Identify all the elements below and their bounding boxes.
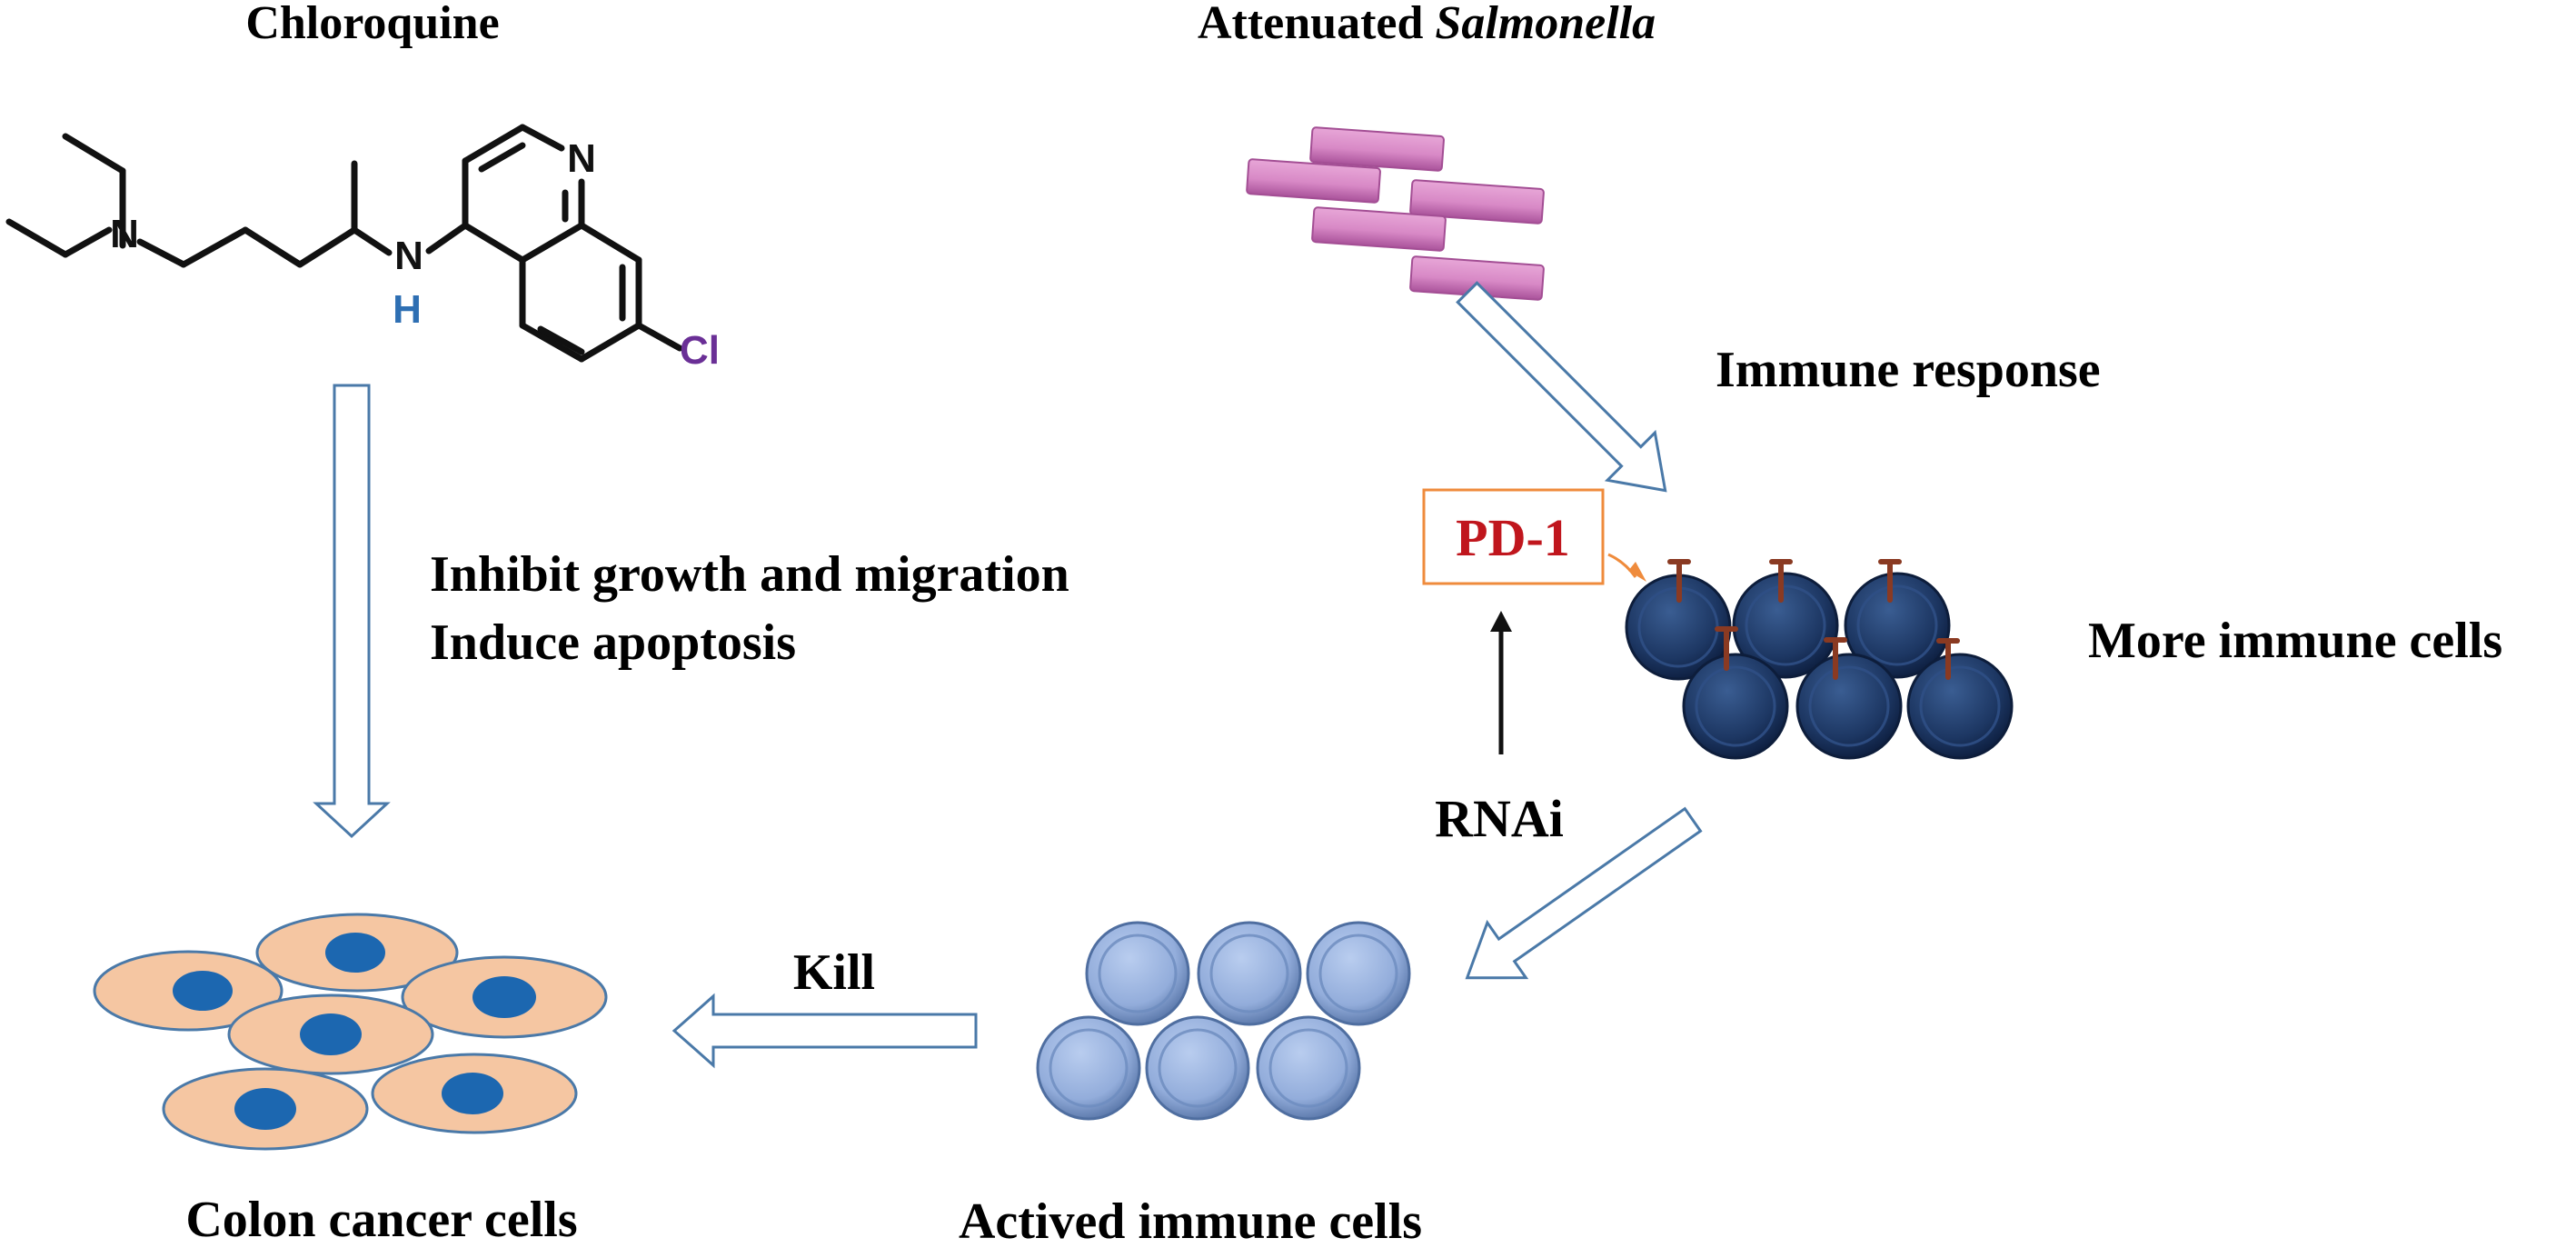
cancer-cell — [401, 955, 608, 1039]
activated-immune-label: Actived immune cells — [959, 1193, 1422, 1243]
immune-cell — [1906, 653, 2014, 760]
chloroquine-title: Chloroquine — [245, 0, 499, 49]
colon-cancer-label: Colon cancer cells — [185, 1192, 577, 1243]
kill-label: Kill — [793, 944, 875, 1001]
atom-h: H — [393, 287, 422, 332]
salmonella-rod — [1246, 158, 1381, 204]
immune-response-arrow — [1456, 281, 1667, 493]
rnai-up-arrow — [1490, 611, 1512, 754]
salmonella-title-prefix: Attenuated — [1198, 0, 1435, 49]
atom-n-amine: N — [110, 212, 139, 256]
immune-cell — [1682, 653, 1789, 760]
activated-immune-cell — [1036, 1015, 1141, 1121]
salmonella-rod — [1409, 179, 1545, 225]
salmonella-title: Attenuated Salmonella — [1198, 0, 1656, 49]
colon-cancer-cell-cluster — [93, 913, 608, 1151]
pd1-box: PD-1 — [1422, 488, 1605, 585]
activated-immune-cell — [1306, 921, 1411, 1026]
activated-immune-cell — [1197, 921, 1302, 1026]
pd1-receptors — [1667, 559, 1960, 680]
immune-cell — [1795, 653, 1903, 760]
salmonella-rod — [1309, 126, 1445, 172]
cancer-cell — [227, 993, 434, 1075]
chloroquine-down-arrow — [313, 384, 391, 839]
pd1-pointer-arrow — [1607, 553, 1646, 582]
atom-n-ring: N — [567, 136, 596, 181]
immune-cell — [1732, 572, 1839, 679]
immune-cell — [1844, 572, 1951, 679]
activated-immune-cell — [1256, 1015, 1361, 1121]
more-immune-label: More immune cells — [2088, 613, 2502, 669]
activated-immune-cell — [1085, 921, 1190, 1026]
immune-cell-cluster — [1625, 559, 2014, 760]
activated-immune-cell-cluster — [1036, 921, 1411, 1121]
atom-n-nh: N — [394, 234, 423, 278]
activated-immune-cell — [1145, 1015, 1250, 1121]
immune-to-activated-arrow — [1465, 806, 1703, 980]
salmonella-bacteria — [1246, 126, 1545, 301]
salmonella-title-italic: Salmonella — [1435, 0, 1656, 49]
pd1-label: PD-1 — [1456, 508, 1570, 567]
cancer-cell — [162, 1067, 369, 1151]
cancer-cell — [255, 913, 459, 993]
cancer-cell — [371, 1053, 578, 1134]
induce-text: Induce apoptosis — [430, 614, 796, 671]
rnai-label: RNAi — [1435, 789, 1564, 848]
chloroquine-atom-labels: N N N H Cl — [110, 136, 720, 373]
atom-cl: Cl — [680, 328, 720, 373]
immune-response-label: Immune response — [1716, 342, 2101, 398]
cancer-cell — [93, 950, 283, 1032]
inhibit-text: Inhibit growth and migration — [430, 546, 1069, 603]
salmonella-rod — [1311, 206, 1447, 252]
kill-arrow — [671, 993, 978, 1069]
chloroquine-structure — [5, 124, 683, 363]
